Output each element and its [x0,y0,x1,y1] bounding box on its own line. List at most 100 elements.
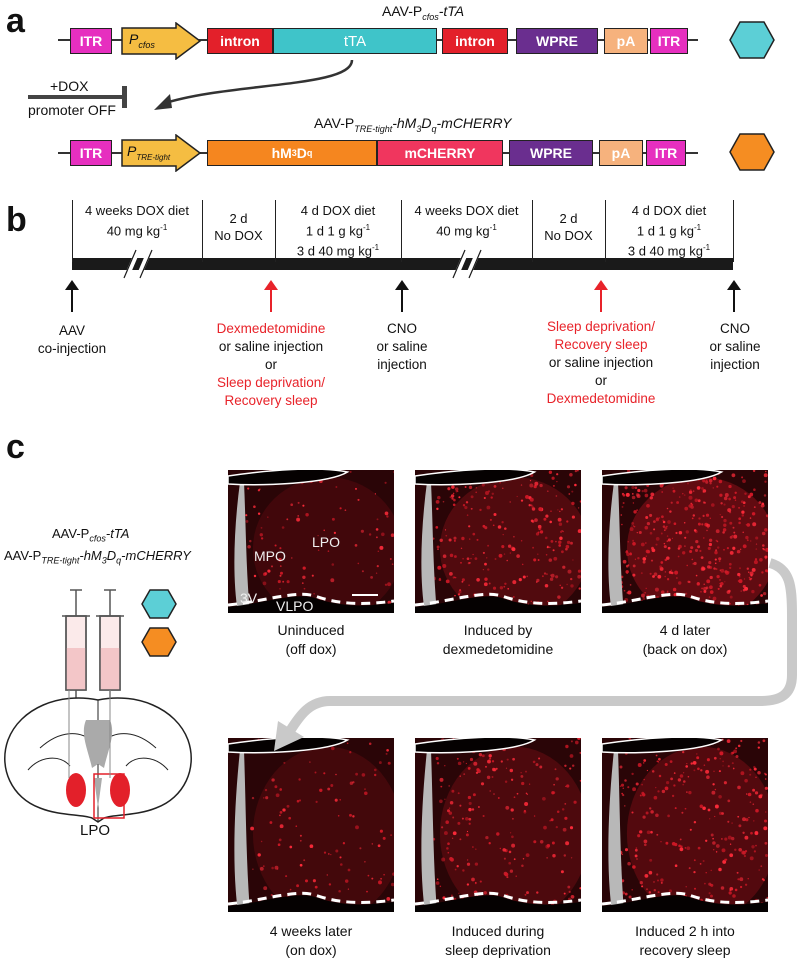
labeled-cell [464,486,467,488]
region-label-lpo: LPO [312,534,341,550]
labeled-cell [684,807,687,810]
labeled-cell [270,565,274,568]
labeled-cell [513,796,516,799]
labeled-cell [493,484,497,488]
labeled-cell [762,591,767,596]
region-label-vlpo: VLPO [276,598,314,614]
labeled-cell [737,785,741,790]
labeled-cell [546,490,549,493]
labeled-cell [504,872,509,877]
labeled-cell [327,550,330,552]
third-ventricle [421,750,437,912]
labeled-cell [467,795,472,800]
timeline-divider [532,200,533,262]
labeled-cell [390,882,394,887]
labeled-cell [561,808,565,811]
labeled-cell [699,804,704,808]
labeled-cell [467,561,471,565]
labeled-cell [736,551,739,553]
labeled-cell [245,519,249,523]
labeled-cell [644,493,649,498]
labeled-cell [698,517,701,520]
labeled-cell [632,542,636,546]
labeled-cell [664,529,666,531]
labeled-cell [377,550,380,553]
anterior-commissure [228,738,350,754]
labeled-cell [468,485,473,490]
labeled-cell [702,501,706,504]
labeled-cell [687,775,690,778]
third-ventricle [234,750,250,912]
brain-section-illustration [4,690,192,823]
labeled-cell [285,875,288,878]
labeled-cell [502,848,506,852]
labeled-cell [714,558,717,561]
labeled-cell [637,834,641,838]
labeled-cell [526,793,529,795]
labeled-cell [552,853,556,858]
event-arrow-aav [65,280,79,312]
labeled-cell [710,503,715,507]
labeled-cell [627,786,630,789]
labeled-cell [278,814,281,817]
labeled-cell [749,517,752,519]
labeled-cell [274,544,277,547]
anterior-commissure [228,470,350,486]
labeled-cell [245,514,248,517]
labeled-cell [722,528,727,532]
labeled-cell [520,484,523,486]
panel-c-vector-label-1: AAV-Pcfos-tTA [52,526,130,544]
labeled-cell [644,525,649,530]
labeled-cell [271,866,274,870]
labeled-cell [715,549,718,552]
labeled-cell [566,583,568,586]
labeled-cell [443,831,448,836]
labeled-cell [537,553,539,555]
labeled-cell [634,854,638,858]
labeled-cell [535,763,539,767]
labeled-cell [645,516,649,519]
labeled-cell [550,574,552,576]
labeled-cell [506,876,509,879]
labeled-cell [740,500,744,504]
labeled-cell [684,847,687,849]
labeled-cell [721,838,723,840]
labeled-cell [660,590,665,594]
labeled-cell [677,547,681,550]
labeled-cell [718,557,722,561]
labeled-cell [634,848,638,852]
labeled-cell [487,544,490,547]
labeled-cell [384,511,389,516]
labeled-cell [528,504,531,507]
labeled-cell [708,538,713,543]
labeled-cell [658,757,661,761]
labeled-cell [560,586,564,589]
labeled-cell [546,857,548,859]
labeled-cell [665,841,669,845]
labeled-cell [330,784,334,787]
labeled-cell [352,815,355,818]
labeled-cell [349,781,354,785]
labeled-cell [474,848,477,851]
labeled-cell [637,488,641,493]
labeled-cell [438,577,441,580]
labeled-cell [688,490,693,494]
vector1-pa: pA [604,28,648,54]
labeled-cell [453,498,456,502]
labeled-cell [754,558,758,561]
labeled-cell [562,530,564,533]
labeled-cell [746,539,749,542]
labeled-cell [570,857,573,859]
labeled-cell [718,795,722,799]
labeled-cell [729,566,732,570]
labeled-cell [719,493,723,497]
optic-chiasm-region [228,596,394,613]
labeled-cell [709,585,713,590]
labeled-cell [622,502,625,504]
labeled-cell [247,545,251,549]
labeled-cell [649,858,653,862]
labeled-cell [645,587,647,590]
labeled-cell [562,565,566,569]
vector1-intron-2: intron [442,28,508,54]
labeled-cell [561,550,564,554]
